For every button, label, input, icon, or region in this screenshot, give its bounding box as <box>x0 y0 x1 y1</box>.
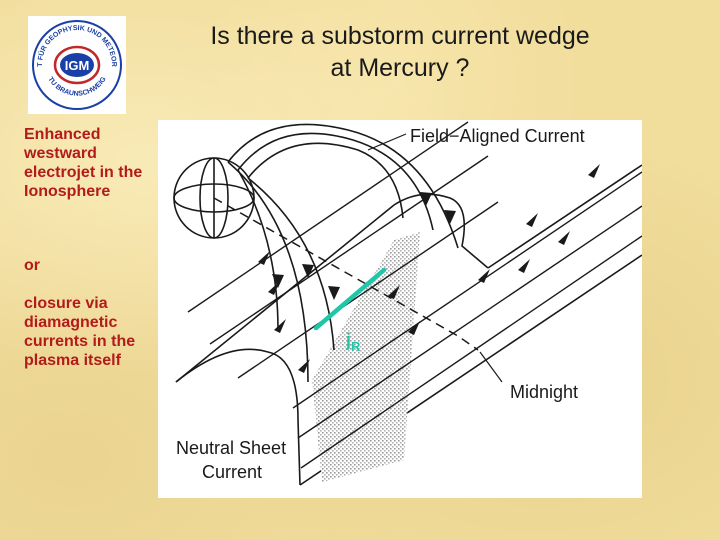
logo-center-text: IGM <box>65 58 90 73</box>
sheet-current-arrows <box>258 164 600 373</box>
label-midnight: Midnight <box>510 382 578 402</box>
field-aligned-current-arrows <box>272 192 456 300</box>
slide-title-line1: Is there a substorm current wedge <box>210 22 590 50</box>
sheet-current-lines <box>187 121 642 469</box>
planet-sphere <box>173 157 255 239</box>
slide-title: Is there a substorm current wedge at Mer… <box>160 20 640 84</box>
jr-label-subscript: R <box>351 339 361 354</box>
jr-label: jR <box>345 330 361 354</box>
option-diamagnetic: closure via diamagnetic currents in the … <box>24 295 136 369</box>
midnight-dashed-line <box>213 197 479 351</box>
field-aligned-pointer <box>367 133 407 151</box>
option-electrojet: Enhanced westward electrojet in the Iono… <box>24 126 143 200</box>
slide-title-line2: at Mercury ? <box>330 54 470 82</box>
label-neutral-current: Current <box>202 462 262 482</box>
logo-blue-core <box>60 53 94 77</box>
midnight-pointer <box>479 351 503 383</box>
jr-current-highlight <box>313 267 387 331</box>
label-neutral-sheet: Neutral Sheet <box>176 438 286 458</box>
logo-red-orbit <box>53 45 101 85</box>
option-connector: or <box>24 257 40 274</box>
igm-logo: INSTITUT FÜR GEOPHYSIK UND METEOROLOGIE … <box>25 11 126 114</box>
current-wedge-figure: Field−Aligned Current Midnight Neutral S… <box>158 120 642 498</box>
logo-outer-ring <box>32 20 122 110</box>
label-field-aligned-current: Field−Aligned Current <box>410 126 585 146</box>
field-aligned-current-loops <box>227 123 459 383</box>
jr-label-symbol: j <box>345 330 351 350</box>
current-wedge-shading <box>312 232 420 482</box>
neutral-sheet-outline <box>175 164 642 486</box>
